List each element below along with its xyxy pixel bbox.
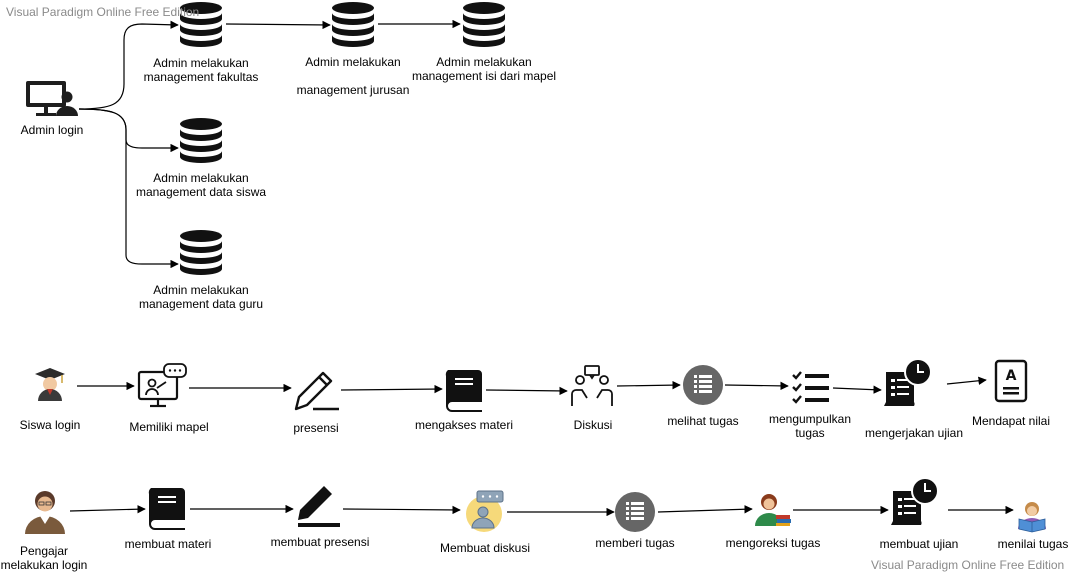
label-guru-tugas: memberi tugas (595, 536, 675, 550)
label-guru-materi: membuat materi (124, 537, 212, 551)
online-class-icon (137, 363, 187, 408)
label-admin-login: Admin login (20, 123, 84, 137)
database-icon-mapel (463, 2, 505, 47)
svg-text:A: A (1006, 368, 1017, 384)
watermark-bottom: Visual Paradigm Online Free Edition (871, 558, 1065, 572)
database-icon-guru (180, 230, 222, 275)
label-siswa-presensi: presensi (293, 421, 339, 435)
label-guru-presensi: membuat presensi (270, 535, 370, 549)
pencil-line-icon (298, 486, 340, 527)
label-siswa-mapel: Memiliki mapel (129, 420, 209, 434)
edge-fakultas-jurusan (225, 20, 331, 30)
exam-clock-icon-guru (890, 477, 939, 526)
book-icon (445, 370, 482, 412)
book-icon-guru (148, 488, 185, 530)
label-siswa-tugas: melihat tugas (667, 414, 739, 428)
teacher-icon (25, 491, 65, 534)
chat-person-icon (466, 490, 504, 532)
admin-flow (26, 2, 505, 275)
checklist-icon (792, 371, 829, 404)
label-guru-koreksi: mengoreksi tugas (725, 536, 821, 550)
label-guru-ujian: membuat ujian (879, 537, 959, 551)
watermark-top: Visual Paradigm Online Free Edition (6, 5, 200, 19)
label-siswa-nilai: Mendapat nilai (971, 414, 1051, 428)
exam-clock-icon-siswa (883, 358, 932, 407)
guru-flow (25, 477, 1046, 534)
discussion-icon (571, 365, 613, 406)
teacher-books-icon (755, 494, 791, 526)
label-guru-nilai: menilai tugas (997, 537, 1069, 551)
label-siswa-diskusi: Diskusi (573, 418, 613, 432)
database-icon-jurusan (332, 2, 374, 47)
computer-user-icon (26, 81, 78, 116)
list-circle-icon-guru (615, 492, 655, 532)
edge-admin-siswa (78, 108, 179, 153)
edge-admin-guru (78, 108, 179, 269)
database-icon-siswa (180, 118, 222, 163)
graduate-icon (35, 368, 65, 401)
label-siswa-login: Siswa login (19, 418, 81, 432)
label-siswa-materi: mengakses materi (414, 418, 514, 432)
siswa-flow: A (35, 358, 1028, 412)
reader-icon (1018, 502, 1046, 533)
label-guru-diskusi: Membuat diskusi (439, 541, 531, 555)
pencil-icon (294, 371, 339, 411)
edge-admin-fakultas (78, 20, 179, 110)
label-siswa-ujian: mengerjakan ujian (864, 426, 964, 440)
grade-paper-icon: A (994, 359, 1028, 403)
list-circle-icon-siswa (683, 365, 723, 405)
